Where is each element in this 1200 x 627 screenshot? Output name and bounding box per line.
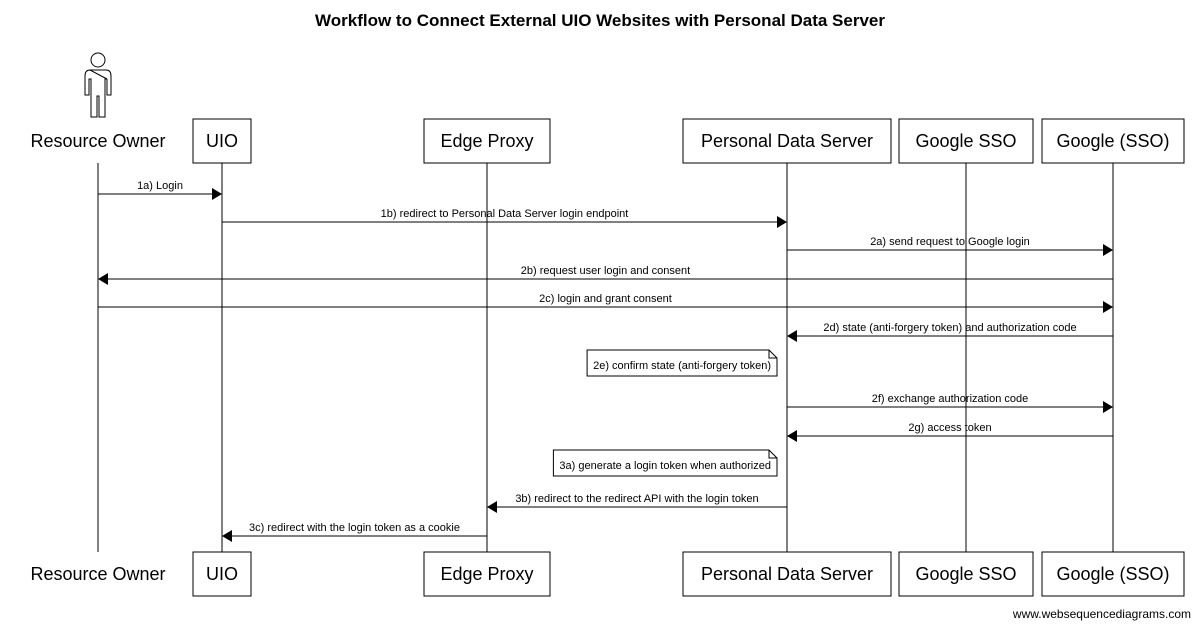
participant-gsso-top: Google SSO: [898, 118, 1034, 164]
note: 2e) confirm state (anti-forgery token): [586, 349, 778, 377]
participant-pds-bottom: Personal Data Server: [682, 551, 892, 597]
arrowhead-icon: [787, 430, 797, 442]
arrowhead-icon: [98, 273, 108, 285]
participants-top: Resource Owner UIO Edge Proxy Personal Data…: [30, 52, 1185, 164]
arrowhead-icon: [777, 216, 787, 228]
participant-label: Google SSO: [915, 564, 1016, 584]
participant-box: [192, 551, 252, 597]
note-label: 3a) generate a login token when authoriz…: [559, 460, 771, 472]
participant-box: [192, 118, 252, 164]
participant-pds-top: Personal Data Server: [682, 118, 892, 164]
message-label: 2g) access token: [908, 422, 991, 434]
message-arrow: 2c) login and grant consent: [98, 293, 1113, 313]
message-arrow: 3b) redirect to the redirect API with th…: [487, 493, 787, 513]
participant-uio-bottom: UIO: [192, 551, 252, 597]
note-label: 2e) confirm state (anti-forgery token): [593, 360, 771, 372]
person-icon: [84, 52, 112, 118]
message-label: 1a) Login: [137, 180, 183, 192]
message-label: 3b) redirect to the redirect API with th…: [515, 493, 758, 505]
participant-box: [1041, 118, 1185, 164]
diagram-title: Workflow to Connect External UIO Website…: [315, 11, 885, 30]
message-label: 2c) login and grant consent: [539, 293, 672, 305]
lifelines: [97, 163, 1114, 552]
participant-box: [1041, 551, 1185, 597]
participant-uio-top: UIO: [192, 118, 252, 164]
participant-label: UIO: [206, 564, 238, 584]
participant-box: [423, 551, 551, 597]
footer-credit: www.websequencediagrams.com: [1012, 607, 1191, 621]
note-box: [586, 349, 778, 377]
arrowhead-icon: [487, 501, 497, 513]
message-arrow: 2b) request user login and consent: [98, 265, 1113, 285]
message-arrow: 2d) state (anti-forgery token) and autho…: [787, 322, 1113, 342]
participant-gsso2-top: Google (SSO): [1041, 118, 1185, 164]
message-label: 2a) send request to Google login: [870, 236, 1030, 248]
participant-label: Edge Proxy: [440, 131, 533, 151]
arrowhead-icon: [1103, 301, 1113, 313]
arrowhead-icon: [787, 330, 797, 342]
participant-label: Personal Data Server: [701, 564, 873, 584]
participant-box: [682, 551, 892, 597]
participants-bottom: Resource Owner UIO Edge Proxy Personal Data…: [30, 551, 1185, 597]
participant-label: Google (SSO): [1056, 131, 1169, 151]
participant-label: Resource Owner: [30, 131, 165, 151]
participant-edge-top: Edge Proxy: [423, 118, 551, 164]
arrowhead-icon: [212, 188, 222, 200]
arrowhead-icon: [1103, 401, 1113, 413]
participant-label: Google (SSO): [1056, 564, 1169, 584]
participant-label: Edge Proxy: [440, 564, 533, 584]
message-arrow: 1b) redirect to Personal Data Server log…: [222, 208, 787, 228]
participant-label: Google SSO: [915, 131, 1016, 151]
participant-label: Personal Data Server: [701, 131, 873, 151]
participant-box: [682, 118, 892, 164]
participant-label: Resource Owner: [30, 564, 165, 584]
message-label: 1b) redirect to Personal Data Server log…: [381, 208, 629, 220]
participant-edge-bottom: Edge Proxy: [423, 551, 551, 597]
participant-box: [423, 118, 551, 164]
message-arrow: 1a) Login: [98, 180, 222, 200]
participant-box: [898, 118, 1034, 164]
participant-gsso-bottom: Google SSO: [898, 551, 1034, 597]
note: 3a) generate a login token when authoriz…: [552, 449, 778, 477]
steps: 1a) Login 1b) redirect to Personal Data S…: [98, 180, 1113, 542]
message-label: 2f) exchange authorization code: [872, 393, 1029, 405]
message-label: 3c) redirect with the login token as a c…: [249, 522, 460, 534]
message-arrow: 2f) exchange authorization code: [787, 393, 1113, 413]
participant-label: UIO: [206, 131, 238, 151]
participant-ro-top: Resource Owner: [30, 131, 165, 151]
participant-box: [898, 551, 1034, 597]
message-label: 2b) request user login and consent: [521, 265, 690, 277]
note-box: [552, 449, 778, 477]
message-arrow: 2g) access token: [787, 422, 1113, 442]
arrowhead-icon: [222, 530, 232, 542]
participant-gsso2-bottom: Google (SSO): [1041, 551, 1185, 597]
participant-ro-bottom: Resource Owner: [30, 564, 165, 584]
message-label: 2d) state (anti-forgery token) and autho…: [823, 322, 1076, 334]
message-arrow: 2a) send request to Google login: [787, 236, 1113, 256]
arrowhead-icon: [1103, 244, 1113, 256]
message-arrow: 3c) redirect with the login token as a c…: [222, 522, 487, 542]
